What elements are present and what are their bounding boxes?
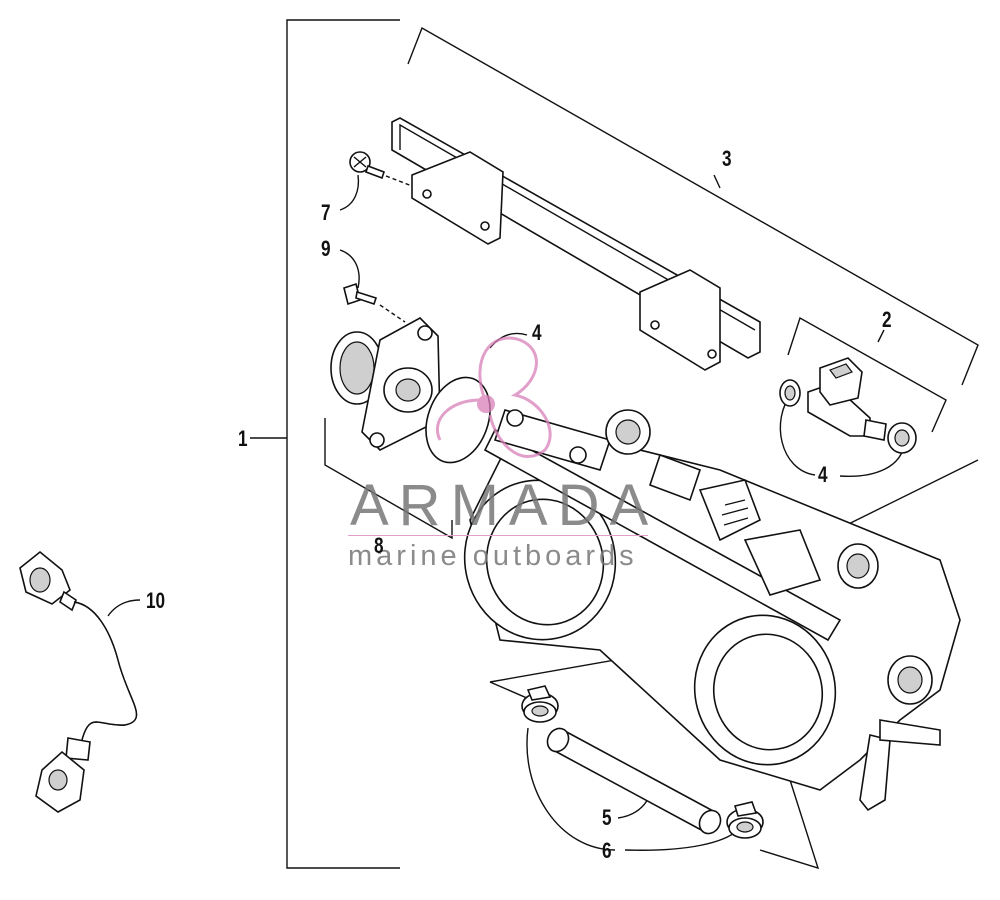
wiring-harness	[19, 550, 138, 813]
assembly-bracket	[250, 19, 400, 869]
leader-10	[107, 599, 141, 617]
callout-1: 1	[238, 426, 248, 451]
watermark-rule	[348, 535, 648, 536]
callout-4-injector: 4	[818, 462, 828, 487]
hose-clamp-bottom	[726, 801, 764, 839]
callout-3: 3	[722, 146, 732, 171]
callout-7: 7	[321, 200, 331, 225]
sensor-bracket	[324, 418, 453, 540]
screw-7	[349, 151, 413, 187]
screw-9	[343, 282, 406, 323]
callout-5: 5	[602, 805, 612, 830]
watermark-logo-icon	[436, 336, 552, 458]
fuel-rail-bracket	[407, 26, 979, 386]
callout-2: 2	[882, 307, 892, 332]
injector-bracket	[787, 316, 947, 433]
throttle-body	[463, 409, 961, 812]
leader-6b	[624, 829, 739, 851]
clamp-bracket-right	[759, 779, 820, 870]
leader-6a	[526, 727, 616, 851]
leader-7	[339, 174, 360, 211]
callout-10: 10	[146, 588, 166, 613]
fuel-rail	[391, 117, 761, 371]
callout-8: 8	[374, 533, 384, 558]
callout-4-sensor: 4	[532, 320, 542, 345]
hose-clamp-top	[521, 685, 559, 723]
hose	[546, 727, 722, 835]
throttle-sensor	[330, 317, 441, 451]
fuel-injector	[779, 357, 917, 454]
leader-9	[339, 249, 360, 289]
sensor-gasket	[425, 376, 491, 464]
watermark-brand: ARMADA	[350, 473, 659, 538]
callout-6: 6	[602, 838, 612, 863]
callout-9: 9	[321, 236, 331, 261]
watermark-tagline: marine outboards	[348, 540, 638, 572]
